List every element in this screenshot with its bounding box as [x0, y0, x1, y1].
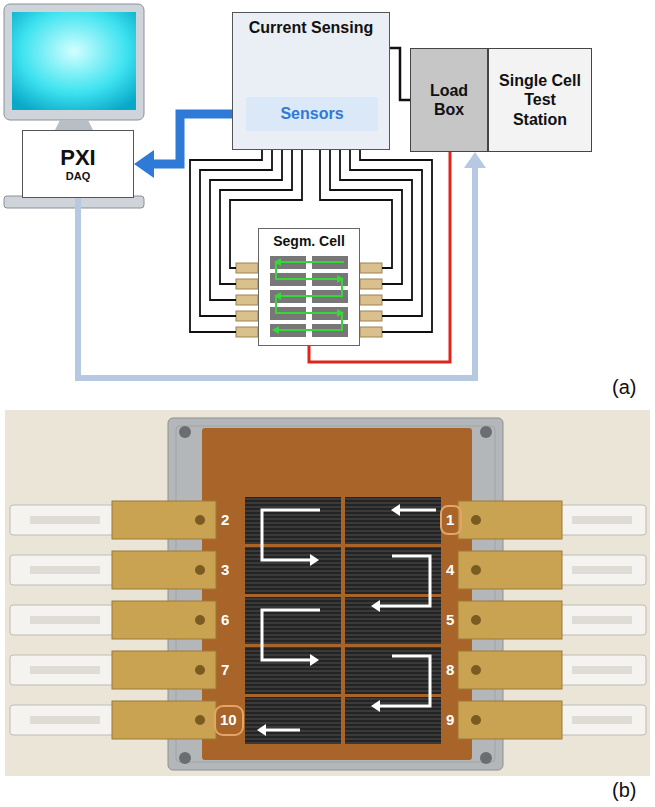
- plate-groove: [176, 426, 495, 762]
- connector-line: [390, 48, 410, 100]
- flow-arrowhead: [391, 504, 400, 516]
- flow-arrow-line: [262, 510, 436, 730]
- cell-schematic: [236, 228, 382, 346]
- connector-line: [309, 152, 450, 362]
- bolt: [480, 426, 492, 438]
- flow-field: [245, 497, 441, 744]
- segment-number: 5: [446, 611, 454, 628]
- flow-arrowhead: [272, 326, 279, 334]
- box-label: Sensors: [280, 105, 343, 123]
- segment-number: 6: [221, 611, 229, 628]
- segment-number: 1: [446, 511, 454, 528]
- segment-number: 3: [221, 561, 229, 578]
- load-box: Load Box: [410, 48, 488, 152]
- arrow-head: [134, 150, 154, 178]
- flow-arrowhead: [274, 292, 281, 300]
- bolt: [179, 752, 191, 764]
- kapton-sheet: [202, 428, 472, 760]
- connector-line: [190, 150, 432, 332]
- cell-photo: [5, 410, 650, 776]
- flow-segment: [345, 697, 441, 744]
- current-tab: [360, 263, 382, 273]
- test-station-box: Single Cell Test Station: [488, 48, 592, 152]
- box-label: Single Cell Test Station: [495, 71, 585, 129]
- control-arrow: [78, 152, 486, 378]
- figure-panel-label: (a): [612, 376, 636, 399]
- current-tab: [236, 311, 258, 321]
- segment-number: 2: [221, 511, 229, 528]
- port-outline: [441, 506, 461, 534]
- arrow-head: [464, 152, 486, 168]
- tab-hole: [195, 515, 481, 725]
- connector-slot: [30, 516, 632, 724]
- return-wire: [309, 152, 450, 362]
- segment-number: 10: [220, 711, 237, 728]
- box-label: Segm. Cell: [273, 233, 345, 249]
- flow-segment: [245, 497, 341, 544]
- flow-arrowhead: [310, 554, 319, 566]
- segment-wire-bundle: [190, 150, 432, 332]
- bolt: [480, 752, 492, 764]
- flow-segment: [245, 547, 341, 594]
- monitor-screen: [12, 12, 136, 110]
- flow-arrows: [215, 504, 461, 736]
- box-label: Load Box: [415, 81, 483, 119]
- cell-face: [258, 228, 360, 346]
- photo-ground: [5, 410, 650, 776]
- current-tab: [236, 279, 258, 289]
- current-tab: [236, 327, 258, 337]
- flow-arrowhead: [337, 309, 344, 317]
- flow-path: [276, 262, 344, 330]
- flow-arrowhead: [274, 258, 281, 266]
- flow-segment: [345, 647, 441, 694]
- current-tab: [236, 295, 258, 305]
- flow-segment: [245, 597, 341, 644]
- current-tab: [360, 279, 382, 289]
- flow-arrowhead: [337, 275, 344, 283]
- segment-number: 4: [446, 561, 454, 578]
- flow-segment: [345, 597, 441, 644]
- flow-arrowhead: [371, 600, 380, 612]
- segment-number: 9: [446, 711, 454, 728]
- segment-number: 8: [446, 661, 454, 678]
- current-sensing-box: Current SensingSensors: [232, 12, 390, 150]
- connector-line: [78, 165, 475, 378]
- segmented-cell: Segm. Cell: [258, 228, 360, 346]
- daq-box: PXIDAQ: [22, 130, 134, 198]
- flow-arrowhead: [257, 724, 266, 736]
- segment-number: 7: [221, 661, 229, 678]
- monitor-frame: [4, 4, 144, 120]
- port-outline: [215, 706, 243, 735]
- flow-arrowhead: [310, 654, 319, 666]
- current-tab: [360, 295, 382, 305]
- flow-arrowhead: [371, 700, 380, 712]
- box-label: Current Sensing: [249, 19, 373, 37]
- figure-panel-label: (b): [612, 779, 636, 802]
- bolt: [179, 426, 191, 438]
- monitor-icon: [4, 4, 144, 208]
- current-tab: [236, 263, 258, 273]
- sensor-bank: Sensors: [246, 97, 378, 131]
- current-wire: [390, 48, 410, 100]
- flow-segment: [245, 647, 341, 694]
- box-label: DAQ: [66, 170, 90, 182]
- flow-segment: [345, 497, 441, 544]
- current-tab: [360, 327, 382, 337]
- flow-segment: [245, 697, 341, 744]
- current-tab: [360, 311, 382, 321]
- flow-segment: [345, 547, 441, 594]
- box-label: PXI: [60, 146, 95, 169]
- end-plate: [168, 418, 503, 770]
